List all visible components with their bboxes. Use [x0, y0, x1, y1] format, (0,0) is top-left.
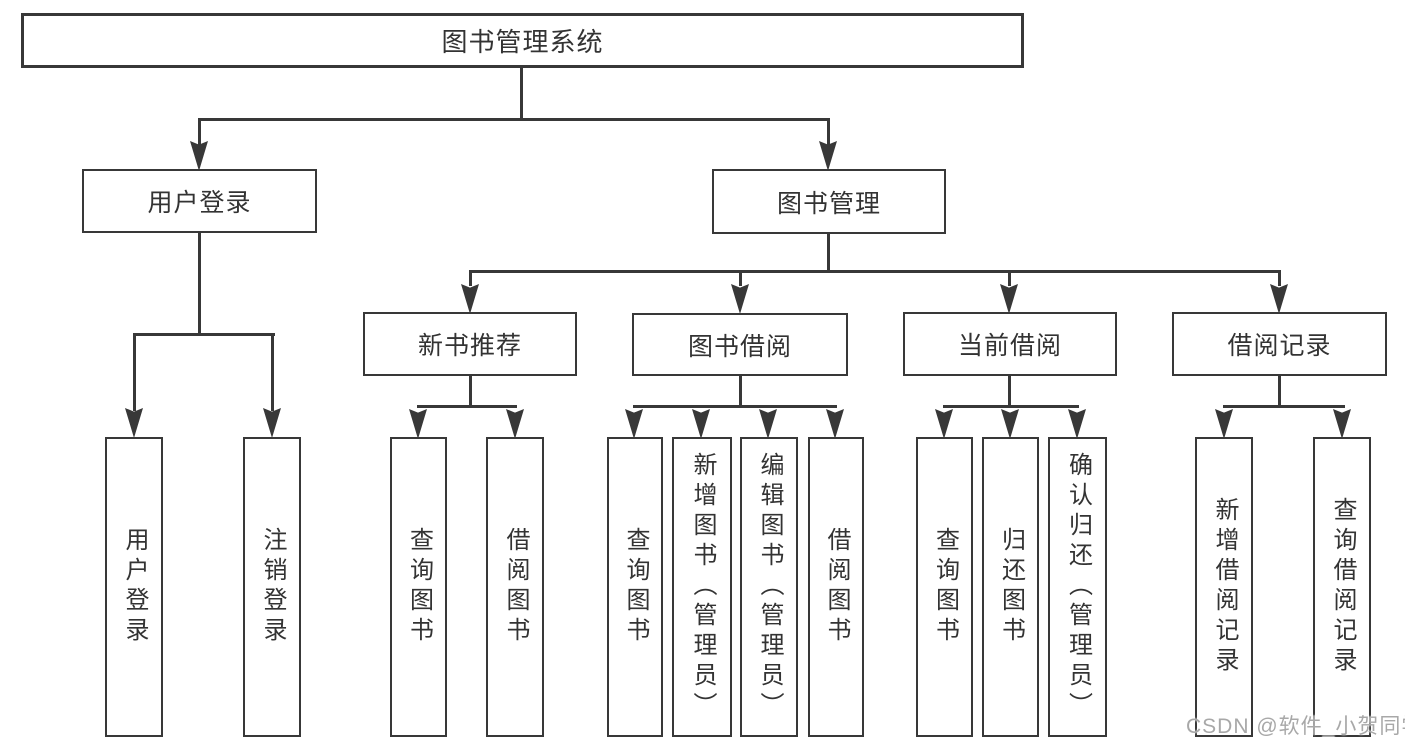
- arrow-down: [409, 409, 427, 439]
- arrow-down: [826, 409, 844, 439]
- connector-line: [1278, 270, 1281, 286]
- node-user-login: 用户登录: [82, 169, 317, 233]
- node-current-borrow: 当前借阅: [903, 312, 1117, 376]
- leaf-query-books-current: 查询图书: [916, 437, 973, 737]
- connector-line: [198, 118, 830, 121]
- node-borrow-records: 借阅记录: [1172, 312, 1387, 376]
- leaf-borrow-books-recommend: 借阅图书: [486, 437, 544, 737]
- node-library-management-system: 图书管理系统: [21, 13, 1024, 68]
- leaf-query-books-borrow: 查询图书: [607, 437, 663, 737]
- node-new-book-recommend: 新书推荐: [363, 312, 577, 376]
- csdn-watermark: CSDN @软件_小贺同学: [1186, 715, 1405, 738]
- arrow-down: [263, 408, 281, 438]
- node-book-borrow: 图书借阅: [632, 313, 848, 376]
- connector-line: [739, 376, 742, 407]
- arrow-down: [692, 409, 710, 439]
- arrow-down: [461, 284, 479, 314]
- connector-line: [133, 333, 136, 411]
- arrow-down: [1215, 409, 1233, 439]
- connector-line: [198, 231, 201, 335]
- node-book-management: 图书管理: [712, 169, 946, 234]
- arrow-down: [935, 409, 953, 439]
- leaf-edit-books-admin: 编辑图书（管理员）: [740, 437, 798, 737]
- connector-line: [271, 333, 274, 411]
- leaf-query-books-recommend: 查询图书: [390, 437, 447, 737]
- connector-line: [1223, 405, 1345, 408]
- connector-line: [943, 405, 1079, 408]
- connector-line: [739, 270, 742, 286]
- connector-line: [469, 376, 472, 407]
- arrow-down: [1000, 284, 1018, 314]
- connector-line: [827, 118, 830, 146]
- leaf-add-borrow-record: 新增借阅记录: [1195, 437, 1253, 737]
- leaf-user-login: 用户登录: [105, 437, 163, 737]
- arrow-down: [1270, 284, 1288, 314]
- connector-line: [827, 233, 830, 273]
- arrow-down: [190, 141, 208, 171]
- arrow-down: [759, 409, 777, 439]
- arrow-down: [1333, 409, 1351, 439]
- leaf-add-books-admin: 新增图书（管理员）: [672, 437, 732, 737]
- connector-line: [469, 270, 1281, 273]
- leaf-confirm-return-admin: 确认归还（管理员）: [1048, 437, 1107, 737]
- connector-line: [1008, 270, 1011, 286]
- connector-line: [1008, 376, 1011, 407]
- connector-line: [133, 333, 275, 336]
- leaf-return-books: 归还图书: [982, 437, 1039, 737]
- arrow-down: [625, 409, 643, 439]
- leaf-logout: 注销登录: [243, 437, 301, 737]
- connector-line: [633, 405, 837, 408]
- leaf-query-borrow-record: 查询借阅记录: [1313, 437, 1371, 737]
- connector-line: [1278, 376, 1281, 407]
- connector-line: [198, 118, 201, 146]
- connector-line: [417, 405, 517, 408]
- arrow-down: [1068, 409, 1086, 439]
- arrow-down: [506, 409, 524, 439]
- connector-line: [520, 68, 523, 120]
- arrow-down: [1001, 409, 1019, 439]
- arrow-down: [731, 284, 749, 314]
- connector-line: [469, 270, 472, 286]
- arrow-down: [125, 408, 143, 438]
- leaf-borrow-books: 借阅图书: [808, 437, 864, 737]
- arrow-down: [819, 141, 837, 171]
